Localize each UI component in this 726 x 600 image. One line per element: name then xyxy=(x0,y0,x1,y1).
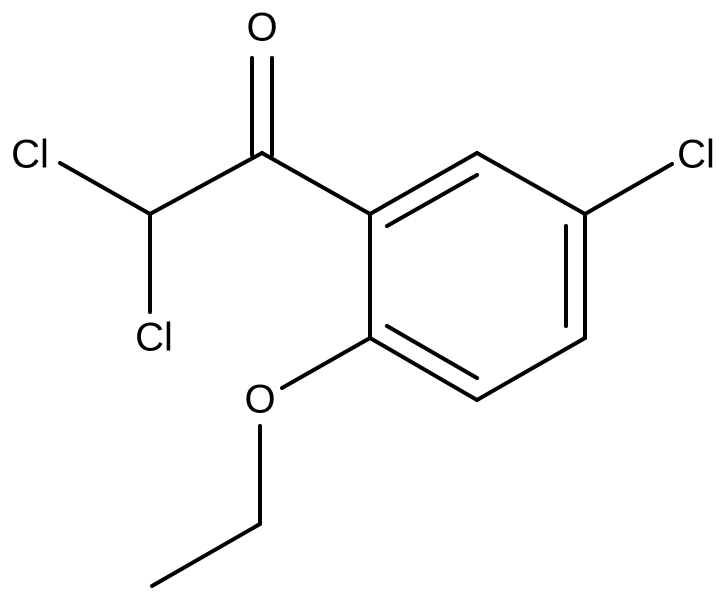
atom-label-ether-oxygen: O xyxy=(244,378,275,422)
atom-label-carbonyl-oxygen: O xyxy=(246,6,277,50)
ring-bond-c2-c3-inner xyxy=(385,173,479,228)
bond-chcl2-to-cl-top xyxy=(58,161,152,216)
bond-ring-to-cl xyxy=(583,162,674,216)
bond-ch2-to-ch3 xyxy=(150,522,262,588)
atom-label-chlorine-top-left: Cl xyxy=(11,133,49,177)
atom-label-chlorine-bottom: Cl xyxy=(135,316,173,360)
ring-bond-c6-c7 xyxy=(368,336,479,402)
bond-ring-to-ether-o xyxy=(280,336,372,390)
bond-carbonyl-to-ring xyxy=(260,151,372,216)
atom-label-chlorine-ring: Cl xyxy=(677,133,715,177)
ring-bond-c3-c4 xyxy=(475,151,587,216)
ring-bond-c6-c7-inner xyxy=(385,324,479,380)
bond-carbonyl-to-chcl2 xyxy=(148,151,264,216)
ring-bond-c5-c6 xyxy=(475,336,587,402)
ring-bond-c2-c3 xyxy=(368,151,479,216)
